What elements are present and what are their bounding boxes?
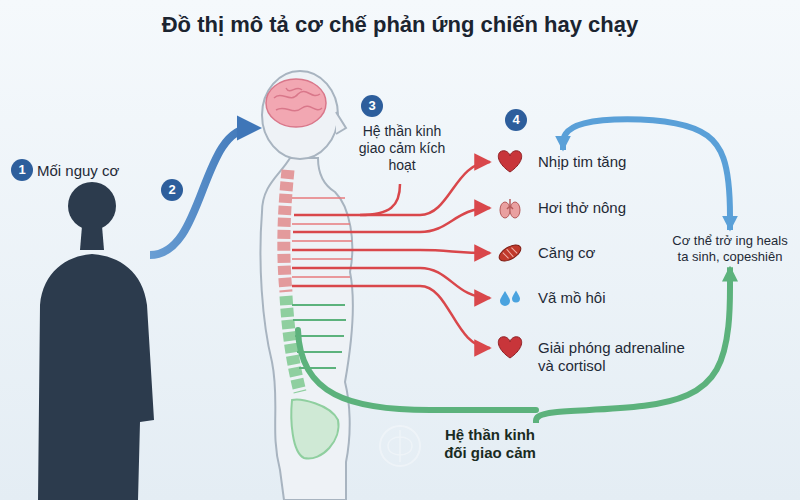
parasympathetic-nerves (292, 305, 536, 410)
silhouette-head (68, 182, 116, 230)
node-text: Vã mồ hôi (538, 289, 662, 307)
nerve-line (293, 208, 490, 232)
callout-number: 2 (161, 179, 183, 201)
nerve-line (292, 268, 490, 298)
silhouette-neck (80, 226, 104, 250)
node-text: Hệ thần kinh giao cảm kích hoạt (357, 123, 447, 173)
silhouette-body (38, 254, 154, 500)
node-text: Mối nguy cơ (37, 162, 141, 180)
person-silhouette (38, 182, 154, 500)
logo-ring (380, 426, 420, 466)
node-text: Giải phóng adrenaline và cortisol (538, 339, 692, 375)
diagram-title: Đồ thị mô tả cơ chế phản ứng chiến hay c… (0, 12, 800, 38)
text-node: Hệ thần kinh đối giao cảm (430, 423, 550, 465)
brain (266, 79, 326, 127)
text-node: Hơi thở nông (535, 196, 665, 220)
text-node: Vã mồ hôi (535, 286, 665, 310)
nerve-line (292, 250, 490, 253)
lung-lobe (510, 202, 520, 218)
arrow-connector (536, 267, 730, 423)
nerve-line (292, 286, 490, 348)
node-text: Căng cơ (538, 244, 662, 262)
sweat-drop (512, 290, 520, 302)
text-node: Giải phóng adrenaline và cortisol (535, 336, 695, 378)
head-outline (262, 71, 338, 159)
muscle-fibres (502, 246, 517, 261)
text-node: Mối nguy cơ (34, 159, 144, 183)
text-node: Căng cơ (535, 241, 665, 265)
heart-icon (498, 337, 521, 358)
node-text: Hơi thở nông (538, 199, 662, 217)
parasympathetic-band (298, 330, 536, 410)
callout-number: 4 (505, 109, 527, 131)
callout-number: 3 (361, 95, 383, 117)
nerve-branches (292, 198, 352, 277)
heart-shape (498, 337, 521, 358)
lungs-icon (500, 199, 520, 218)
text-node: Nhịp tim tăng (535, 150, 665, 174)
sweat-drop (500, 291, 510, 306)
nose-outline (336, 112, 346, 134)
callout-number: 1 (11, 159, 33, 181)
spine-upper (284, 170, 288, 292)
node-text: Nhịp tim tăng (538, 153, 662, 171)
body-outline (260, 158, 352, 500)
muscle-shape (497, 242, 524, 264)
text-node: Cơ thể trở ing heals ta sinh, copeshiên (668, 230, 792, 267)
pelvis (291, 400, 338, 459)
node-text: Hệ thần kinh đối giao cảm (433, 426, 547, 462)
lung-lobe (500, 202, 510, 218)
node-text: Cơ thể trở ing heals ta sinh, copeshiên (671, 233, 789, 264)
sweat-icon (500, 290, 520, 306)
threat-arrow (150, 128, 252, 255)
trachea (507, 199, 513, 209)
leader-line (360, 184, 400, 215)
brain-folds (274, 88, 322, 111)
logo-brain (388, 430, 412, 462)
heart-icon (498, 151, 521, 172)
heart-shape (498, 151, 521, 172)
muscle-icon (497, 242, 524, 264)
watermark-logo (380, 426, 420, 466)
text-node: Hệ thần kinh giao cảm kích hoạt (354, 120, 450, 176)
